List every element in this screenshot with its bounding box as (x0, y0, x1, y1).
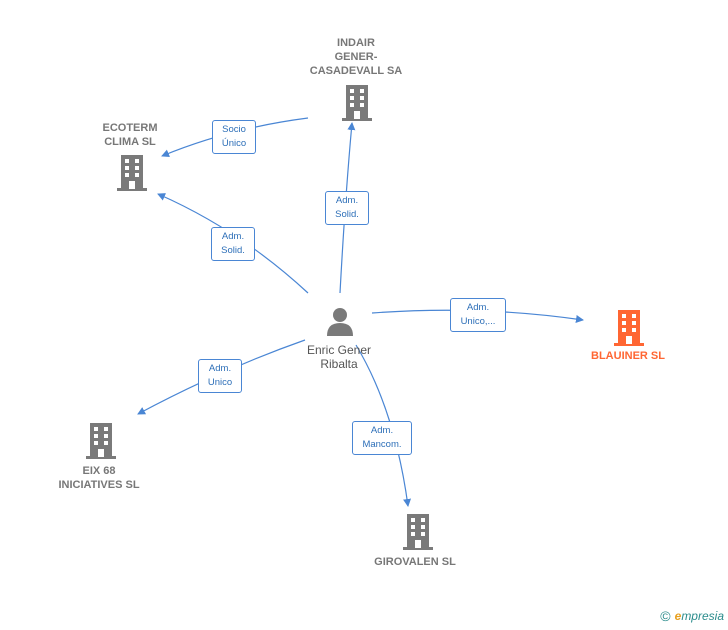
person-icon[interactable] (325, 306, 355, 336)
footer-brand: © empresia (660, 608, 724, 624)
relation-label-adm-solid: Adm. Solid. (211, 227, 255, 261)
relation-label-adm-unico: Adm. Unico (198, 359, 242, 393)
company-name-indair[interactable]: INDAIR GENER- CASADEVALL SA (309, 37, 403, 77)
relation-label-adm-unico: Adm. Unico,... (450, 298, 506, 332)
building-icon[interactable] (340, 85, 374, 121)
relation-label-socio-unico: Socio Único (212, 120, 256, 154)
company-name-ecoterm[interactable]: ECOTERM CLIMA SL (102, 122, 158, 148)
building-icon[interactable] (612, 310, 646, 346)
relation-label-adm-solid: Adm. Solid. (325, 191, 369, 225)
brand-logo[interactable]: empresia (674, 609, 724, 623)
building-icon[interactable] (401, 514, 435, 550)
building-icon[interactable] (115, 155, 149, 191)
building-icon[interactable] (84, 423, 118, 459)
person-name[interactable]: Enric Gener Ribalta (306, 343, 372, 371)
edge-center-girovalen (355, 344, 412, 507)
copyright-icon: © (660, 608, 671, 624)
company-name-blauiner[interactable]: BLAUINER SL (591, 350, 665, 362)
company-name-girovalen[interactable]: GIROVALEN SL (374, 556, 456, 568)
relation-label-adm-mancom: Adm. Mancom. (352, 421, 412, 455)
company-name-eix68[interactable]: EIX 68 INICIATIVES SL (58, 465, 140, 491)
